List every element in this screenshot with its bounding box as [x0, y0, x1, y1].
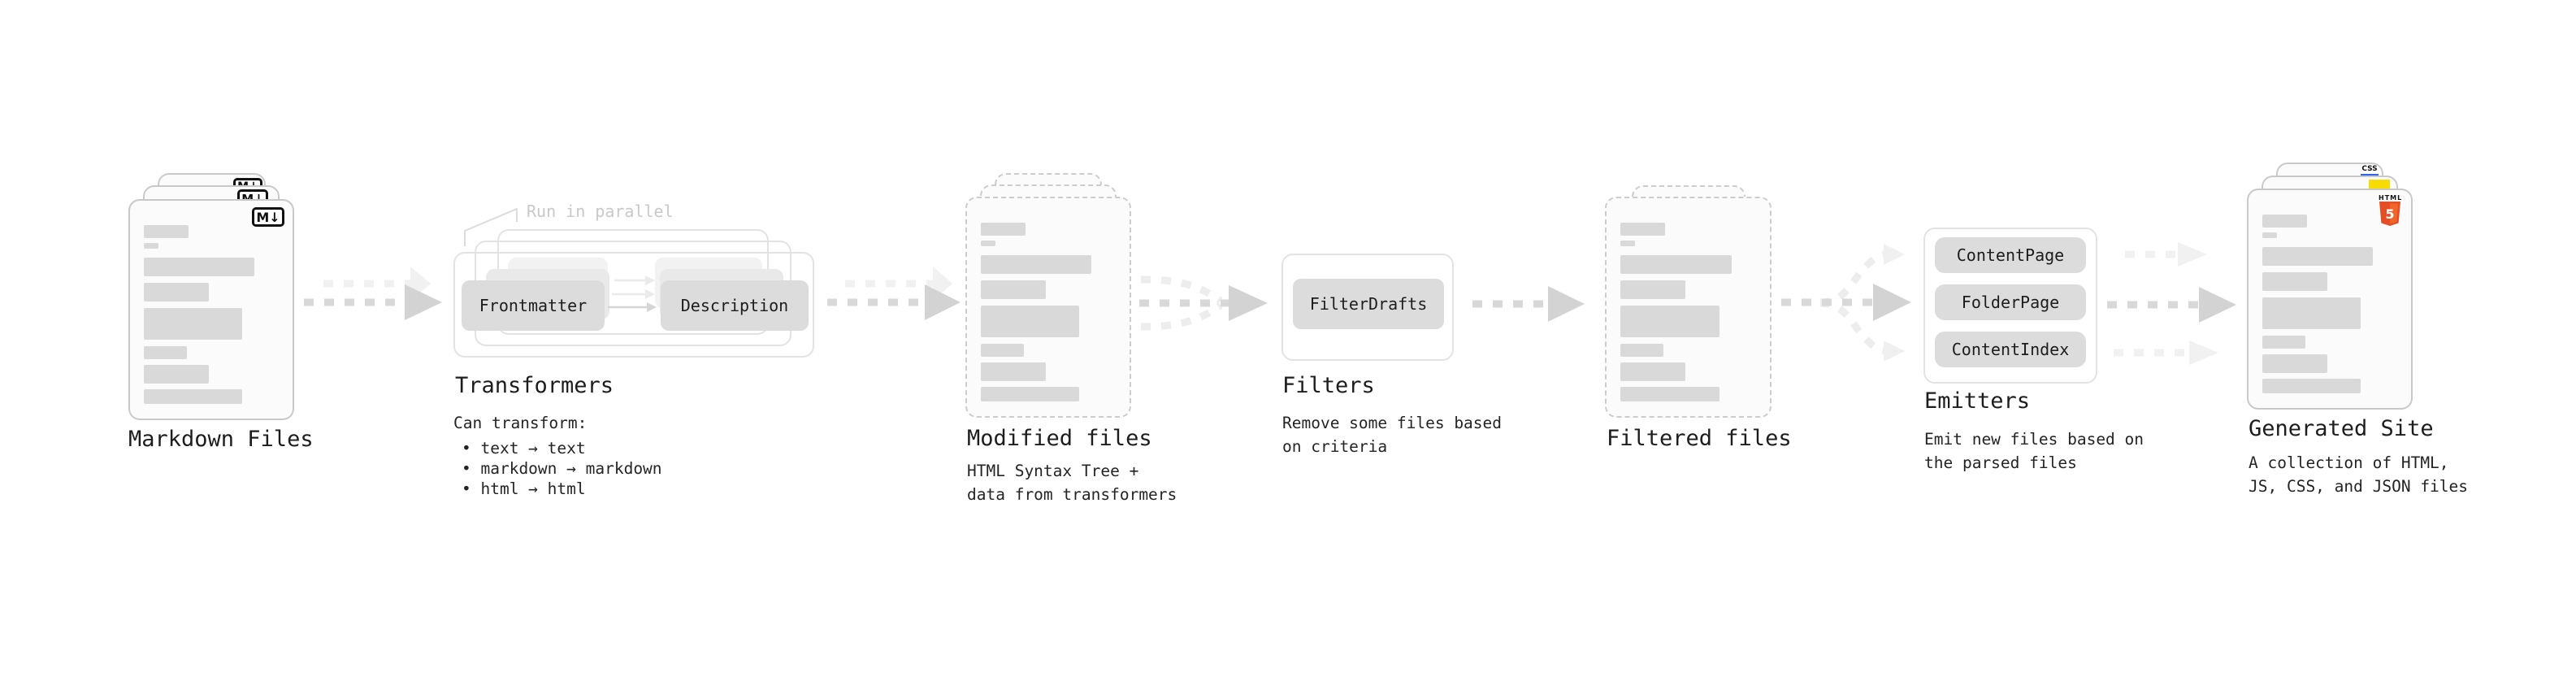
- arrow-filtered-to-emitters: [1781, 244, 1911, 362]
- doc-content-bar: [981, 280, 1046, 299]
- filters-label: Filters: [1282, 373, 1375, 398]
- doc-content-bar: [2262, 232, 2278, 238]
- doc-content-bars: [1620, 223, 1756, 401]
- run-in-parallel-note: Run in parallel: [527, 202, 674, 221]
- generated-desc-line1: A collection of HTML,: [2249, 453, 2449, 472]
- doc-content-bar: [1620, 344, 1664, 357]
- doc-content-bar: [1620, 223, 1666, 236]
- filters-desc-line2: on criteria: [1282, 437, 1388, 456]
- doc-content-bar: [1620, 280, 1686, 299]
- arrow-modified-to-filters: [1139, 275, 1268, 331]
- markdown-doc-layer-front: M↓: [128, 199, 294, 420]
- modified-desc-line1: HTML Syntax Tree +: [967, 462, 1139, 480]
- modified-desc-line2: data from transformers: [967, 485, 1177, 504]
- doc-content-bar: [981, 255, 1092, 274]
- doc-content-bar: [981, 306, 1080, 337]
- doc-content-bar: [2262, 247, 2374, 266]
- doc-content-bar: [981, 387, 1080, 401]
- generated-site-label: Generated Site: [2249, 416, 2434, 441]
- folderpage-box: FolderPage: [1935, 284, 2086, 320]
- doc-content-bar: [1620, 255, 1732, 274]
- css-badge-text: CSS: [2361, 165, 2378, 173]
- html5-icon: HTML 5: [2379, 194, 2401, 229]
- generated-desc-line2: JS, CSS, and JSON files: [2249, 477, 2469, 496]
- html5-word: HTML: [2379, 194, 2403, 202]
- doc-content-bar: [144, 346, 188, 359]
- doc-content-bar: [144, 308, 243, 340]
- doc-content-bar: [2262, 215, 2307, 228]
- emitters-desc-line2: the parsed files: [1924, 453, 2077, 472]
- doc-content-bar: [1620, 306, 1720, 337]
- doc-content-bar: [144, 243, 159, 249]
- svg-text:5: 5: [2385, 206, 2394, 222]
- contentindex-box: ContentIndex: [1935, 332, 2086, 367]
- transformer-frame-front: [453, 252, 814, 358]
- description-box: Description: [661, 280, 809, 331]
- emitters-description: Emit new files based on the parsed files: [1924, 427, 2144, 475]
- bullet-text-to-text: • text → text: [462, 439, 586, 458]
- doc-content-bar: [1620, 241, 1636, 246]
- emitters-label: Emitters: [1924, 388, 2031, 414]
- arrow-filters-to-filtered: [1472, 286, 1585, 322]
- doc-content-bars: [144, 225, 279, 404]
- doc-content-bar: [144, 365, 209, 384]
- doc-content-bar: [144, 225, 189, 238]
- doc-content-bar: [981, 241, 996, 246]
- transformers-label: Transformers: [455, 373, 614, 398]
- modified-doc-layer-front: [965, 197, 1131, 418]
- contentpage-box: ContentPage: [1935, 237, 2086, 273]
- doc-content-bar: [2262, 379, 2361, 393]
- doc-content-bar: [981, 223, 1026, 236]
- doc-content-bar: [981, 344, 1025, 357]
- can-transform-title: Can transform:: [453, 414, 588, 432]
- arrow-emitters-to-generated: [2107, 242, 2236, 365]
- doc-content-bar: [2262, 336, 2306, 349]
- bullet-html-to-html: • html → html: [462, 479, 586, 498]
- js-icon: [2369, 180, 2390, 189]
- filterdrafts-box: FilterDrafts: [1293, 279, 1444, 329]
- doc-content-bar: [1620, 362, 1686, 381]
- markdown-files-label: Markdown Files: [128, 427, 314, 452]
- modified-files-label: Modified files: [967, 426, 1152, 451]
- generated-site-description: A collection of HTML, JS, CSS, and JSON …: [2249, 451, 2468, 498]
- doc-content-bar: [2262, 354, 2327, 373]
- frontmatter-box: Frontmatter: [462, 280, 605, 331]
- generated-doc-layer-front: HTML 5: [2247, 189, 2413, 410]
- doc-content-bar: [2262, 272, 2327, 291]
- bullet-markdown-to-markdown: • markdown → markdown: [462, 459, 662, 478]
- filtered-doc-layer-front: [1605, 197, 1772, 418]
- filters-desc-line1: Remove some files based: [1282, 414, 1503, 432]
- doc-content-bar: [144, 283, 209, 301]
- doc-content-bar: [144, 389, 243, 404]
- arrow-markdown-to-transformers: [304, 267, 442, 320]
- doc-content-bar: [144, 258, 255, 276]
- transform-bullets: • text → text • markdown → markdown • ht…: [453, 438, 662, 499]
- arrow-transformers-to-modified: [827, 267, 961, 320]
- doc-content-bar: [2262, 297, 2361, 329]
- emitters-desc-line1: Emit new files based on: [1924, 430, 2144, 449]
- doc-content-bars: [981, 223, 1116, 401]
- doc-content-bar: [981, 362, 1046, 381]
- modified-files-description: HTML Syntax Tree + data from transformer…: [967, 459, 1177, 506]
- filtered-files-label: Filtered files: [1607, 426, 1792, 451]
- html5-shield: 5: [2379, 202, 2400, 226]
- markdown-icon: M↓: [252, 207, 284, 227]
- transformers-description: Can transform: • text → text • markdown …: [453, 411, 662, 499]
- doc-content-bar: [1620, 387, 1720, 401]
- filters-description: Remove some files based on criteria: [1282, 411, 1502, 458]
- doc-content-bars: [2262, 215, 2397, 393]
